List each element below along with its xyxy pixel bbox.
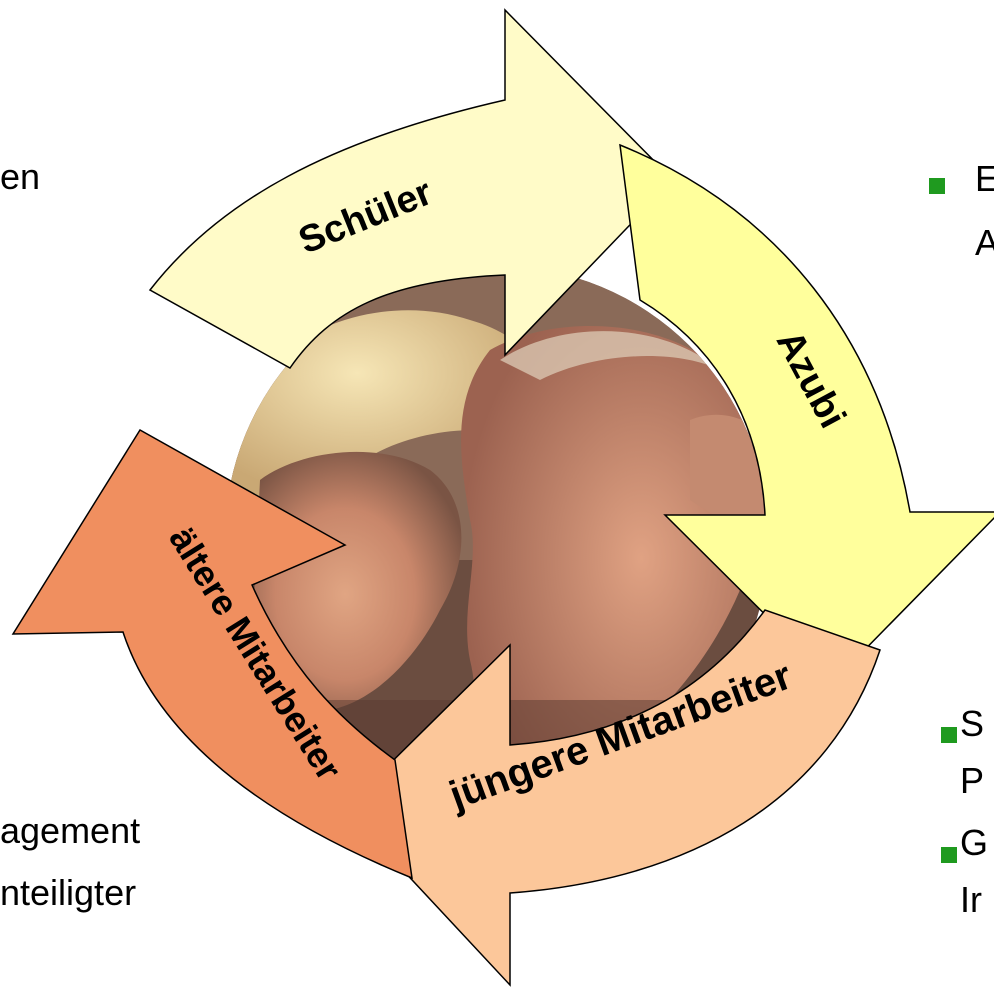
right-bullet-1-line-2: A	[975, 222, 994, 263]
aeltere-arrow	[11, 428, 413, 880]
left-text-line-1: en	[0, 156, 41, 197]
left-text-line-2: agement	[0, 810, 141, 851]
juengere-arrow	[343, 609, 881, 987]
bullet-icon	[941, 727, 957, 743]
left-text-line-3: nteiligter	[0, 872, 137, 913]
right-bullet-3-line-2: Ir	[960, 879, 982, 920]
woman-face-shape	[250, 451, 462, 711]
schueler-arrow	[148, 8, 675, 369]
azubi-arrow	[619, 143, 994, 684]
man-face-shape	[461, 326, 762, 791]
bullet-icon	[929, 178, 945, 194]
right-bullet-3-line-1: G	[960, 822, 989, 863]
right-bullet-2-line-2: P	[960, 760, 985, 801]
right-bullet-2-line-1: S	[960, 703, 985, 744]
right-bullet-1-line-1: E	[975, 158, 994, 199]
bullet-icon	[941, 847, 957, 863]
